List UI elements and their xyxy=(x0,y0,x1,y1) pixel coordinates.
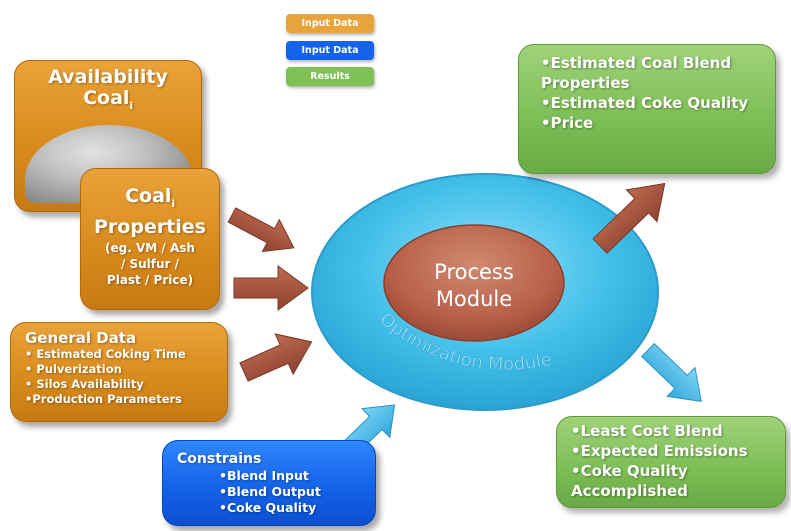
process-module-ellipse xyxy=(383,224,565,342)
legend-results: Results xyxy=(286,67,374,86)
result-item: Properties xyxy=(541,74,630,92)
coal-properties-title: Coali Properties xyxy=(94,185,206,238)
general-data-item: • Pulverization xyxy=(25,362,122,376)
process-module-label: Process xyxy=(434,260,514,284)
legend-label: Input Data xyxy=(301,18,359,29)
coal-properties-box: Coali Properties (eg. VM / Ash / Sulfur … xyxy=(80,168,220,310)
result-item: •Estimated Coal Blend xyxy=(541,54,732,72)
legend-label: Results xyxy=(310,71,350,82)
availability-title-line: Availability xyxy=(48,66,168,88)
constraint-item: •Blend Input xyxy=(219,468,309,483)
result-item: •Estimated Coke Quality xyxy=(541,94,749,112)
input-arrow xyxy=(227,207,295,253)
result-item: •Expected Emissions xyxy=(571,442,748,460)
constrains-box: Constrains •Blend Input •Blend Output •C… xyxy=(162,440,376,526)
result-item: •Price xyxy=(541,114,594,132)
coal-properties-detail: (eg. VM / Ash / Sulfur / Plast / Price) xyxy=(105,240,195,287)
output-arrow xyxy=(641,342,702,403)
result-item: Accomplished xyxy=(571,482,688,500)
legend-input-data-orange: Input Data xyxy=(286,14,374,33)
process-module-label: Module xyxy=(436,287,512,311)
availability-title: Availability Coali xyxy=(15,67,201,117)
general-data-item: •Production Parameters xyxy=(25,392,183,406)
availability-title-line: Coali xyxy=(83,87,133,112)
subscript: i xyxy=(129,100,133,112)
results-least-cost-box: •Least Cost Blend •Expected Emissions •C… xyxy=(556,416,786,508)
subscript: i xyxy=(171,198,175,210)
general-data-item: • Estimated Coking Time xyxy=(25,347,186,361)
legend-label: Input Data xyxy=(301,45,359,56)
constraint-item: •Coke Quality xyxy=(219,500,317,515)
legend-input-data-blue: Input Data xyxy=(286,41,374,60)
result-item: •Coke Quality xyxy=(571,462,688,480)
general-data-item: • Silos Availability xyxy=(25,377,144,391)
constrains-title: Constrains xyxy=(177,451,262,467)
input-arrow xyxy=(233,265,309,311)
general-data-box: General Data • Estimated Coking Time • P… xyxy=(10,322,228,422)
general-data-title: General Data xyxy=(25,329,137,347)
input-arrow xyxy=(239,333,313,382)
result-item: •Least Cost Blend xyxy=(571,422,723,440)
output-arrow xyxy=(592,182,666,254)
constraint-item: •Blend Output xyxy=(219,484,321,499)
results-blend-properties-box: •Estimated Coal Blend Properties •Estima… xyxy=(518,44,776,174)
